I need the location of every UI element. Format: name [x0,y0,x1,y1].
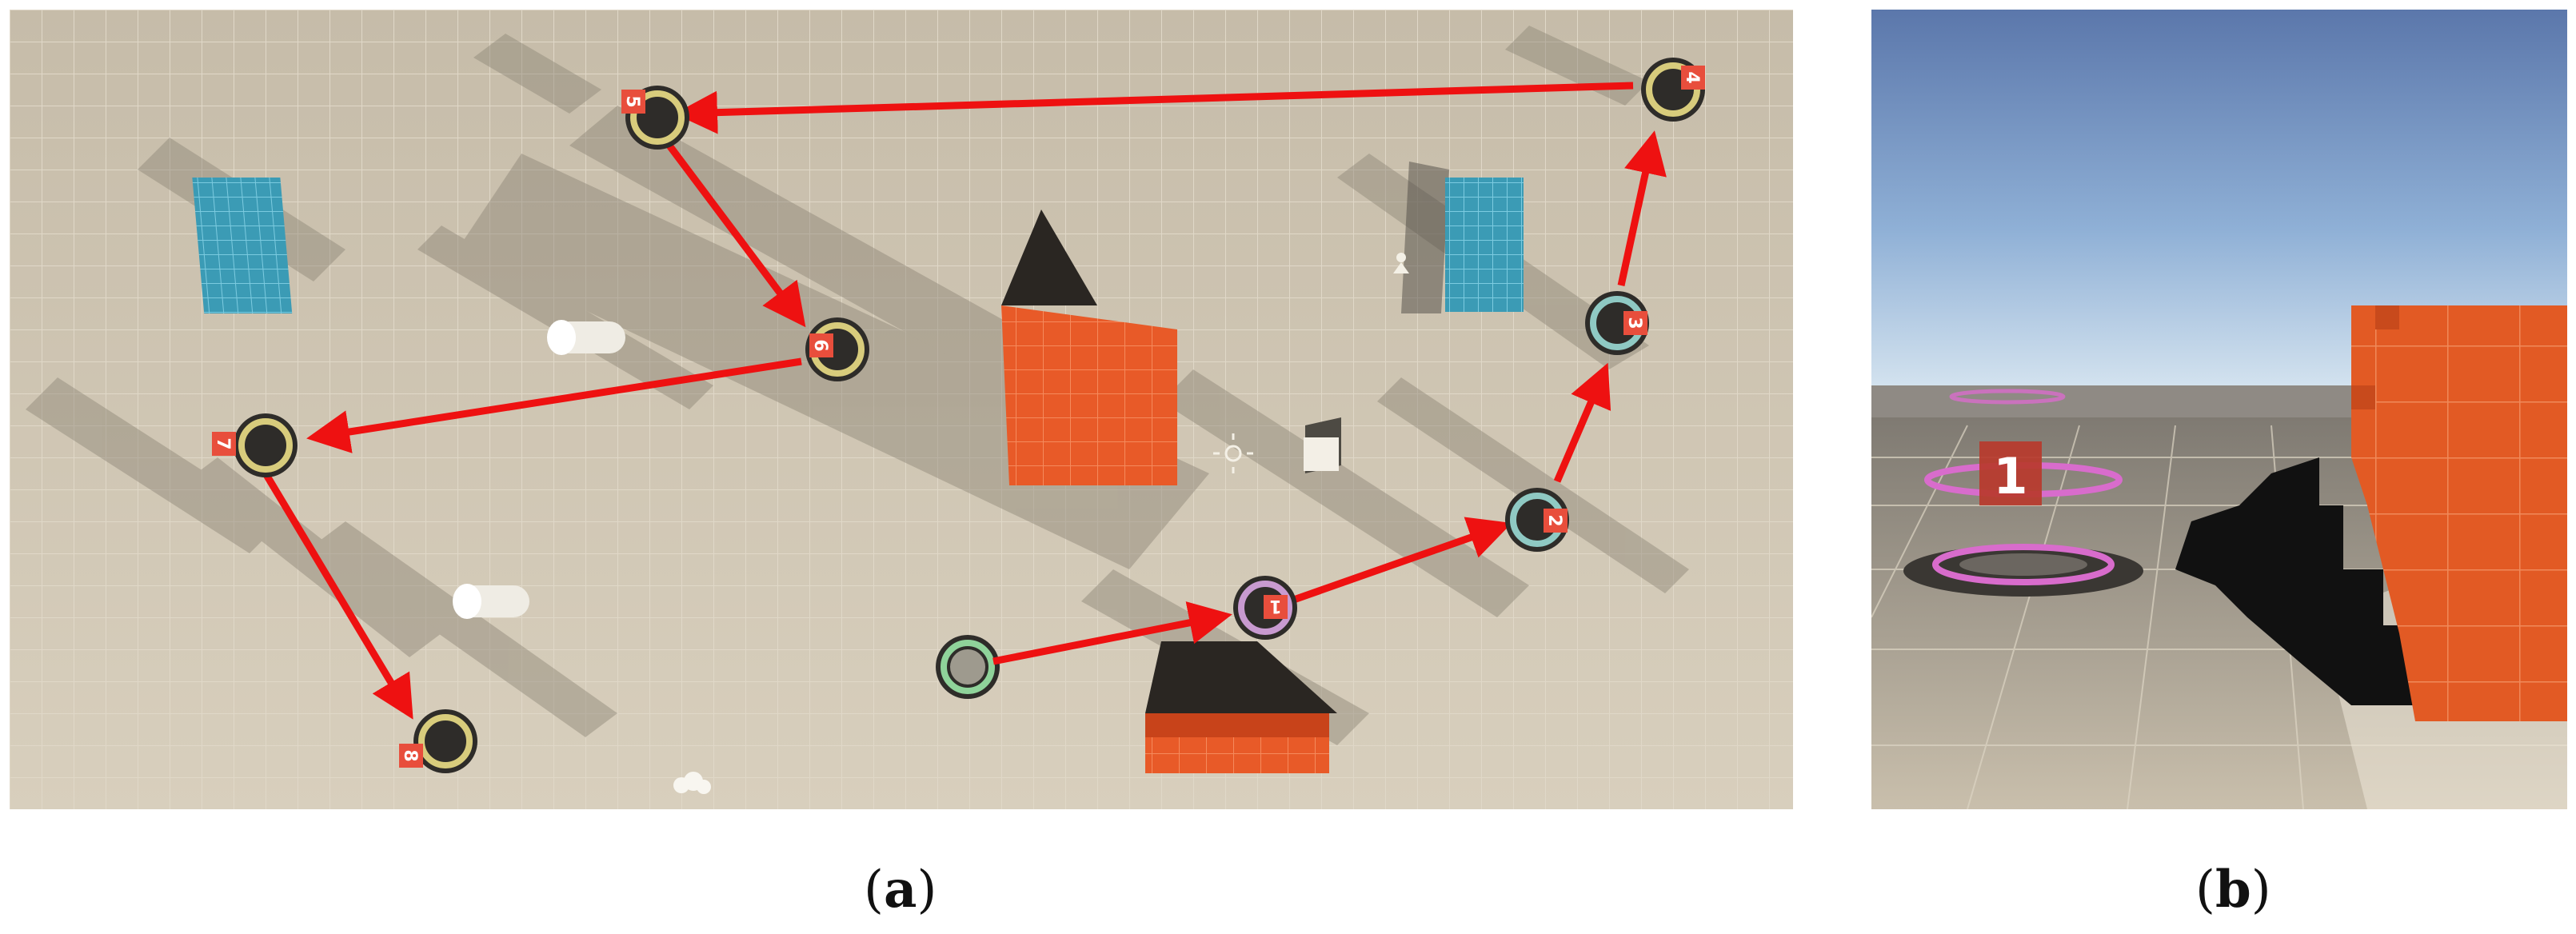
arrow-1-to-2 [1288,517,1512,605]
waypoint-label-7: 7 [213,437,233,449]
teal-wall-left [192,178,293,313]
player-gizmo-icon [1393,253,1409,273]
waypoint-5: 5 [621,86,689,150]
white-cylinder-lower [453,584,529,619]
white-cylinder-upper [547,320,625,355]
waypoint-label-4: 4 [1682,71,1702,83]
perspective-view-panel: 1 [1871,10,2567,809]
arrow-7-to-8 [262,471,413,720]
cube-number-label: 1 [1993,447,2027,505]
waypoint-label-3: 3 [1624,317,1644,329]
waypoint-4: 4 [1641,58,1705,122]
arrow-start-to-1 [992,601,1232,665]
numbered-cube: 1 [1979,441,2042,505]
white-cube [1304,417,1341,473]
arrow-4-to-5 [674,82,1634,134]
cloud-gizmo-icon [673,772,711,794]
waypoint-label-6: 6 [810,339,830,351]
near-ring-platform [1903,544,2143,597]
waypoint-1: 1 [1233,576,1297,640]
start-ring [936,635,1000,699]
top-down-scene: 1 2 3 4 5 6 [10,10,1793,809]
arrow-6-to-7 [306,357,802,453]
orange-stair-wall [2351,305,2567,721]
caption-panel-a: (a) [864,860,937,920]
sun-light-icon [1213,433,1253,473]
stair-shadow [2175,457,2423,705]
caption-panel-b: (b) [2195,860,2271,920]
path-arrows [262,82,1667,720]
waypoint-label-5: 5 [622,95,642,107]
waypoint-8: 8 [399,709,477,773]
waypoint-label-1: 1 [1269,596,1281,616]
teal-wall-right [1401,162,1524,313]
top-down-view-panel: 1 2 3 4 5 6 [10,10,1793,809]
floor-grid [10,10,1793,809]
waypoint-label-8: 8 [400,749,420,761]
orange-stairs [1145,641,1337,773]
arrow-5-to-6 [666,143,806,328]
orange-wall-center [1001,210,1177,485]
arrow-2-to-3 [1553,362,1611,483]
waypoint-label-2: 2 [1544,514,1564,526]
waypoint-3: 3 [1585,291,1649,355]
waypoint-7: 7 [212,413,298,477]
arrow-3-to-4 [1617,130,1667,286]
distant-pink-ring [1949,389,2066,405]
perspective-scene: 1 [1871,10,2567,809]
waypoint-6: 6 [805,317,869,381]
waypoint-2: 2 [1505,488,1569,552]
